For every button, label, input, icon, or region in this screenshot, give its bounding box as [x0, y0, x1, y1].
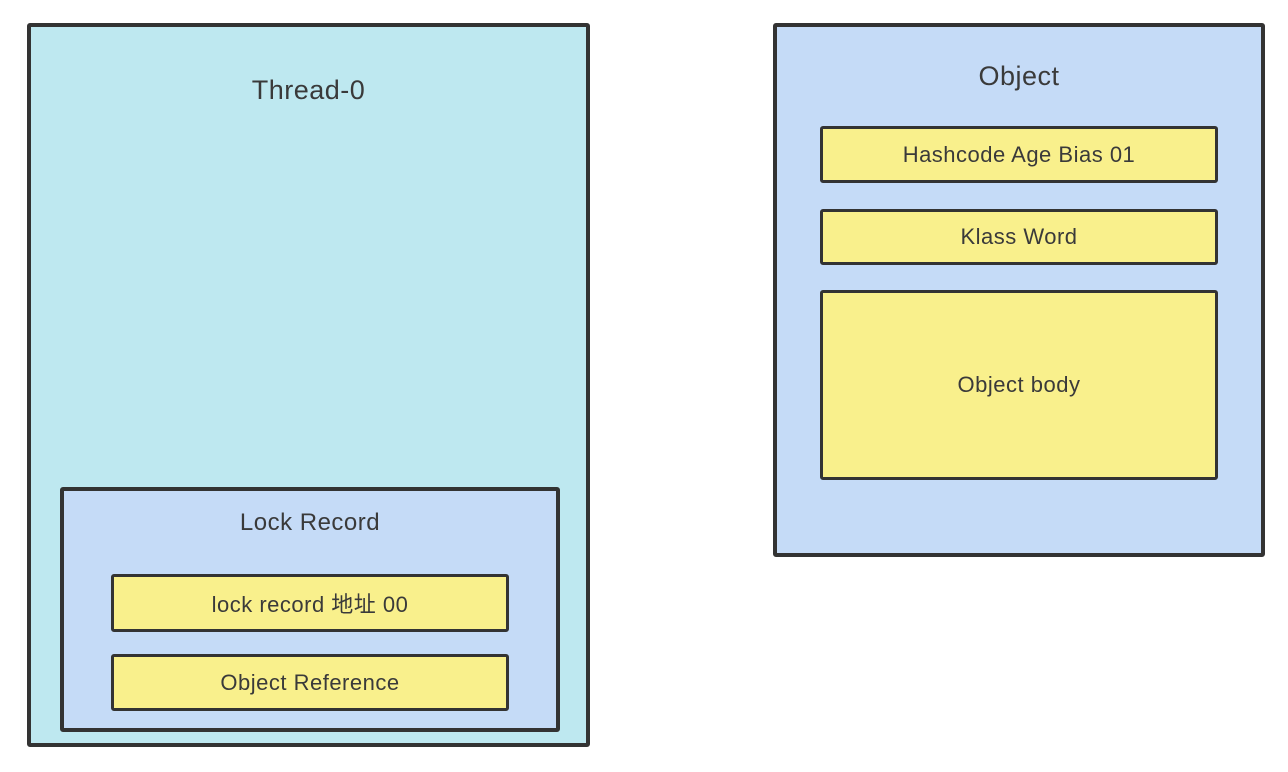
- lock-record-title: Lock Record: [239, 509, 381, 536]
- thread-box-title: Thread-0: [251, 75, 366, 105]
- lock-record-box: Lock Record lock record 地址 00 Object Ref…: [60, 487, 560, 732]
- object-cell-klass-word: Klass Word: [820, 209, 1218, 265]
- object-cell-mark-word: Hashcode Age Bias 01: [820, 126, 1218, 183]
- object-box-title: Object: [978, 61, 1060, 91]
- thread-box: Thread-0 Lock Record lock record 地址 00 O…: [27, 23, 590, 747]
- object-box: Object Hashcode Age Bias 01 Klass Word O…: [773, 23, 1265, 557]
- lock-record-cell-object-reference: Object Reference: [111, 654, 509, 711]
- object-cell-object-body: Object body: [820, 290, 1218, 480]
- lock-record-cell-address: lock record 地址 00: [111, 574, 509, 632]
